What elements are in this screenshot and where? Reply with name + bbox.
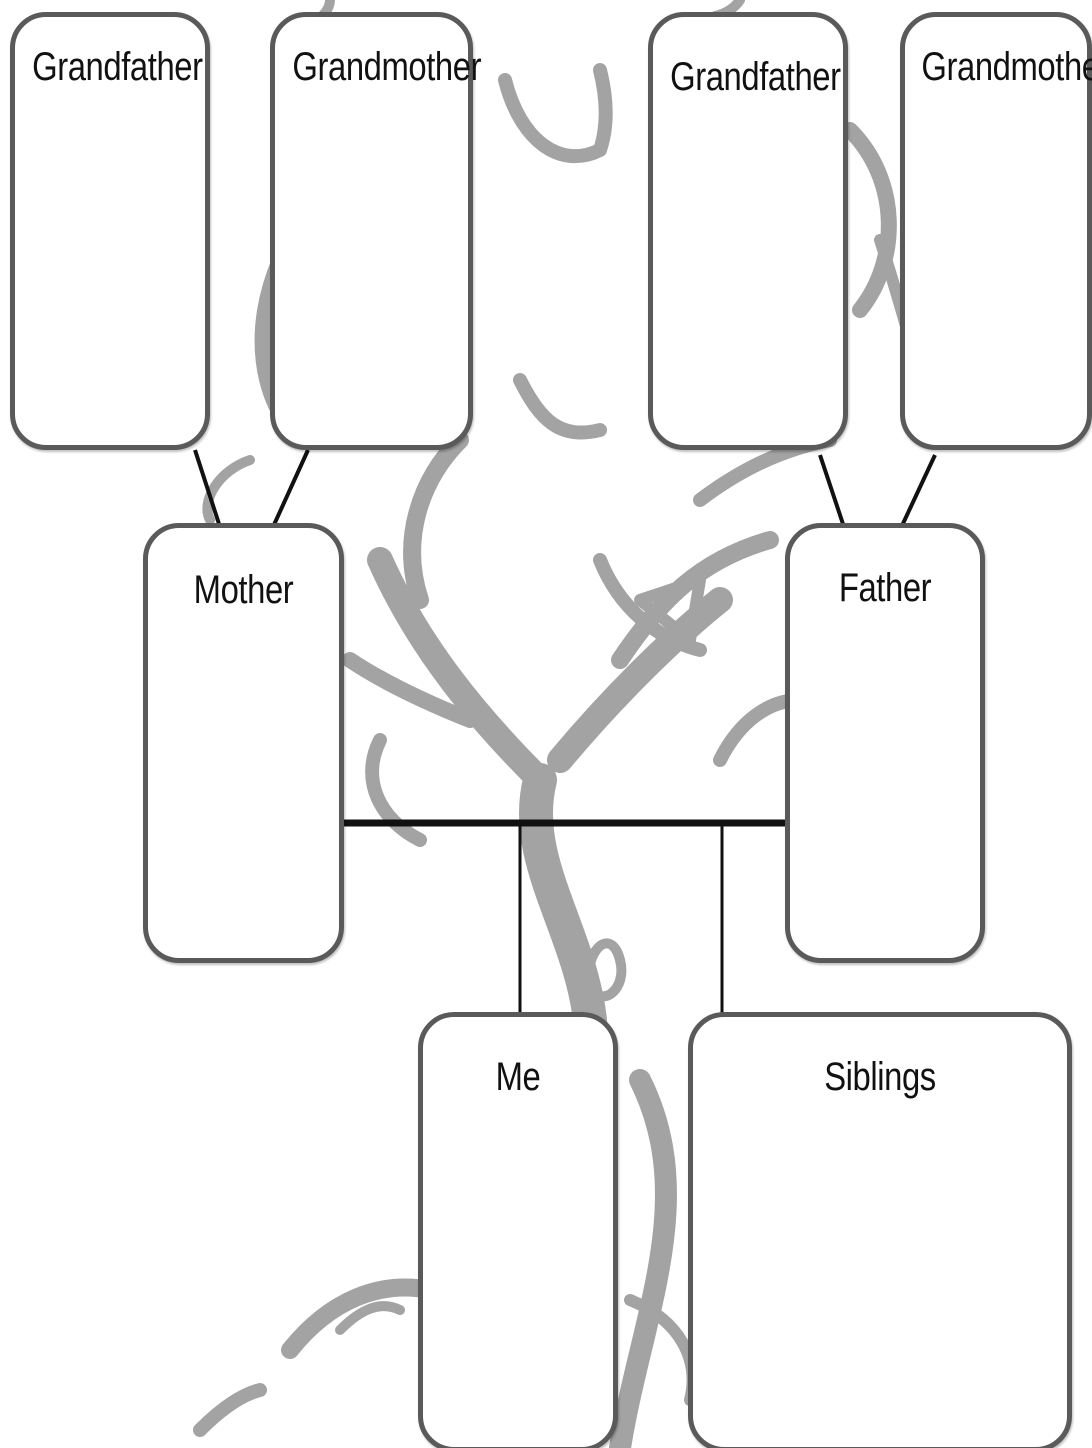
father-label: Father (807, 566, 963, 611)
maternal-grandmother-box: Grandmother (270, 12, 473, 450)
connector-paternal-grandfather-father (820, 455, 845, 530)
siblings-box: Siblings (688, 1012, 1072, 1448)
me-box: Me (418, 1012, 618, 1448)
paternal-grandmother-box: Grandmother (900, 12, 1092, 450)
paternal-grandfather-label: Grandfather (670, 55, 826, 100)
paternal-grandfather-box: Grandfather (648, 12, 848, 450)
maternal-grandfather-label: Grandfather (32, 45, 188, 90)
me-label: Me (440, 1055, 596, 1100)
siblings-label: Siblings (727, 1055, 1034, 1100)
connector-maternal-grandfather-mother (195, 450, 220, 527)
mother-label: Mother (165, 568, 322, 613)
connector-paternal-grandmother-father (900, 455, 935, 530)
maternal-grandmother-label: Grandmother (292, 45, 450, 90)
maternal-grandfather-box: Grandfather (10, 12, 210, 450)
connector-maternal-grandmother-mother (273, 450, 308, 527)
paternal-grandmother-label: Grandmother (921, 45, 1070, 90)
father-box: Father (785, 523, 985, 963)
mother-box: Mother (143, 523, 344, 963)
